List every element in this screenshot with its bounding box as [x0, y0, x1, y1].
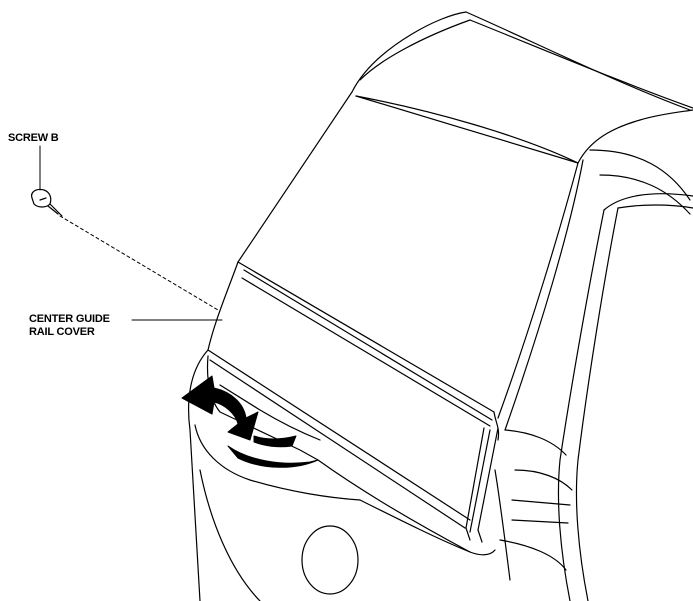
screw-b-label: SCREW B — [8, 132, 59, 144]
rear-window — [237, 91, 579, 419]
screw-icon — [31, 188, 63, 217]
center-guide-rail-cover — [207, 261, 500, 543]
screw-leader-line — [59, 215, 219, 311]
cover-label-line2: RAIL COVER — [29, 326, 95, 338]
center-guide-rail-cover-label: CENTER GUIDE RAIL COVER — [29, 313, 110, 339]
quarter-panel — [494, 149, 693, 601]
curved-arrow-icon — [181, 375, 319, 468]
vehicle-body-outline — [351, 11, 693, 164]
cover-label-line1: CENTER GUIDE — [29, 313, 110, 325]
hatch-lower-body — [188, 349, 496, 601]
